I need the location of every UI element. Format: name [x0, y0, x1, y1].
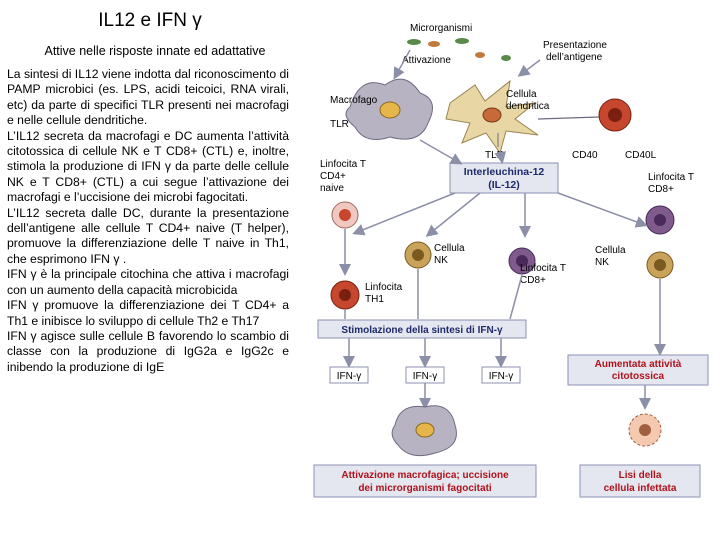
nk-cell-left	[404, 241, 432, 269]
label-cd8-t-2: CD8+	[648, 184, 674, 195]
paragraph-tlr: La sintesi di IL12 viene indotta dal ric…	[7, 67, 289, 128]
label-nk-right-1: Cellula	[595, 245, 626, 256]
label-cd8-mid-1: Linfocita T	[520, 263, 566, 274]
ifn-label-2: IFN-γ	[413, 371, 437, 382]
page-title: IL12 e IFN γ	[98, 10, 202, 31]
ifn-label-3: IFN-γ	[489, 371, 513, 382]
label-antigen-presentation-2: dell’antigene	[546, 52, 603, 63]
cd8-t-cell-middle	[508, 247, 536, 275]
label-cd40: CD40	[572, 150, 598, 161]
label-naive-t-1: Linfocita T	[320, 159, 366, 170]
label-naive-t-3: naive	[320, 183, 344, 194]
label-nk-right-2: NK	[595, 257, 609, 268]
infected-cell	[628, 413, 662, 447]
paragraph-ifn-macrophage: IFN γ è la principale citochina che atti…	[7, 267, 289, 297]
label-dendritic-2: dendritica	[506, 101, 550, 112]
lysis-label-2: cellula infettata	[604, 483, 677, 494]
label-cd8-t-1: Linfocita T	[648, 172, 694, 183]
th1-cell	[330, 280, 360, 310]
macrophage-activation-box	[313, 464, 537, 498]
il12-ifn-diagram: Microrganismi Attivazione Presentazione …	[313, 23, 709, 498]
label-dendritic-1: Cellula	[506, 89, 537, 100]
label-microorganisms: Microrganismi	[410, 23, 472, 34]
label-cd8-mid-2: CD8+	[520, 275, 546, 286]
label-nk-left-2: NK	[434, 255, 448, 266]
body-text: La sintesi di IL12 viene indotta dal ric…	[7, 67, 289, 375]
label-antigen-presentation-1: Presentazione	[543, 40, 607, 51]
label-th1-1: Linfocita	[365, 282, 403, 293]
cd40-t-cell	[598, 98, 632, 132]
il12-label-2: (IL-12)	[488, 179, 520, 191]
il12-label-1: Interleuchina-12	[464, 166, 545, 178]
macrophage-cell	[345, 78, 433, 140]
cytotoxic-box	[567, 354, 709, 386]
lysis-box	[579, 464, 701, 498]
cytotoxic-label-1: Aumentata attività	[595, 359, 682, 370]
label-macrophage: Macrofago	[330, 95, 378, 106]
label-activation: Attivazione	[402, 55, 451, 66]
nk-cell-right	[646, 251, 674, 279]
label-nk-left-1: Cellula	[434, 243, 465, 254]
ifn-label-1: IFN-γ	[337, 371, 361, 382]
label-tlr-left: TLR	[330, 119, 349, 130]
label-th1-2: TH1	[365, 294, 384, 305]
lysis-label-1: Lisi della	[619, 470, 662, 481]
activated-macrophage	[391, 405, 457, 457]
microbes	[407, 38, 511, 61]
cytotoxic-label-2: citotossica	[612, 371, 665, 382]
dendritic-cell	[445, 79, 539, 155]
paragraph-ifn-th1: IFN γ promuove la differenziazione dei T…	[7, 298, 289, 328]
ifn-stimulation-box	[317, 319, 527, 339]
page-subtitle: Attive nelle risposte innate ed adattati…	[44, 44, 266, 58]
il12-box	[449, 162, 559, 194]
macrophage-activation-label-1: Attivazione macrofagica; uccisione	[341, 470, 509, 481]
macrophage-activation-label-2: dei microrganismi fagocitati	[358, 483, 492, 494]
cd8-t-cell-right	[645, 205, 675, 235]
label-naive-t-2: CD4+	[320, 171, 346, 182]
ifn-stimulation-label: Stimolazione della sintesi di IFN-γ	[341, 325, 503, 336]
paragraph-il12-nk: L’IL12 secreta da macrofagi e DC aumenta…	[7, 128, 289, 205]
paragraph-ifn-bcell: IFN γ agisce sulle cellule B favorendo l…	[7, 328, 289, 374]
label-cd40l: CD40L	[625, 150, 657, 161]
paragraph-il12-th1: L’IL12 secreta dalle DC, durante la pres…	[7, 205, 289, 266]
naive-t-cell	[331, 201, 359, 229]
